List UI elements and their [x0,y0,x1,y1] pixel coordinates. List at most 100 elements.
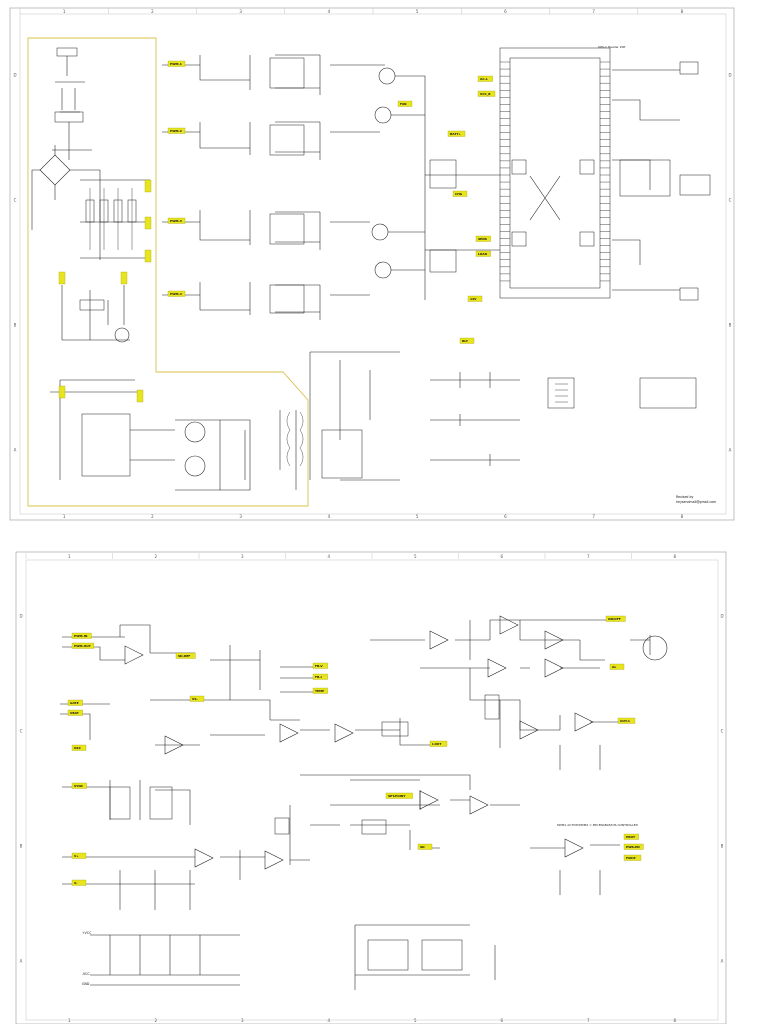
svg-text:OSC: OSC [74,746,82,750]
output-block [309,351,520,481]
net-label: PWM-2 [167,127,186,134]
column-marker: 7 [592,514,595,519]
column-marker: 4 [327,554,330,559]
designer-credit-line1: Revised by [676,495,693,499]
column-marker: 6 [500,1018,503,1023]
svg-text:VCC_B: VCC_B [480,92,491,96]
op-amp-symbol [544,658,564,678]
column-marker: 8 [681,9,684,14]
net-label: SD-REF [175,652,196,659]
svg-text:FB-I: FB-I [315,675,322,679]
svg-text:FAULT: FAULT [626,856,637,860]
column-marker: 8 [681,514,684,519]
net-label: VBAT [67,709,83,716]
op-amp-symbol [124,645,144,665]
net-label: GATE [67,699,83,706]
svg-text:SENS: SENS [478,237,487,241]
op-amp-symbol [429,630,449,650]
net-label: PWM-IN [71,632,92,639]
net-label: RLY [459,337,475,344]
column-marker: 7 [587,554,590,559]
svg-text:OUT-1: OUT-1 [620,719,630,723]
svg-text:VBAT: VBAT [70,711,80,715]
column-marker: 5 [416,9,419,14]
net-label: PWM-4 [167,290,186,297]
net-label: VS- [189,695,205,702]
column-marker: 1 [63,9,66,14]
svg-text:LOAD: LOAD [478,252,488,256]
svg-text:SYNC: SYNC [74,784,84,788]
svg-text:PWR-EN: PWR-EN [626,845,640,849]
control-note: PWM1 ACTIVE/PWM2 = PIN ENABLE/DIS CONTRO… [557,823,639,827]
row-marker: A [721,959,724,964]
column-marker: 5 [414,1018,417,1023]
column-marker: 5 [414,554,417,559]
net-label: V+ [71,852,87,859]
op-amp-symbol [487,658,507,678]
net-label: AC-L [477,75,493,82]
designer-credit-line2: heysendmail@gmail.com [676,500,716,504]
column-marker: 2 [151,514,154,519]
row-marker: B [20,844,23,849]
svg-text:PROT: PROT [626,835,636,839]
column-marker: 8 [673,554,676,559]
svg-text:AC-L: AC-L [480,77,488,81]
net-label: ON/OFF [605,615,626,622]
column-marker: 2 [151,9,154,14]
column-marker: 3 [241,554,244,559]
net-label: CHG [452,190,468,197]
op-amp-symbol [279,723,299,743]
net-label: SENS [475,235,491,242]
op-amp-symbol [194,848,214,868]
svg-text:PWM-3: PWM-3 [170,219,182,223]
column-marker: 6 [504,514,507,519]
svg-text:PWM-OUT: PWM-OUT [74,644,92,648]
net-label: FAN [397,100,413,107]
row-marker: C [14,198,17,203]
column-marker: 2 [154,1018,157,1023]
connector-block [144,249,152,263]
op-amp-symbol [574,712,594,732]
op-amp-symbol [469,795,489,815]
net-label: FAULT [623,854,642,861]
svg-text:I-OUT: I-OUT [432,742,442,746]
right-connectors [547,61,711,409]
svg-text:RLY: RLY [462,339,469,343]
svg-text:ON/OFF: ON/OFF [608,617,621,621]
svg-text:SD-REF: SD-REF [178,654,190,658]
svg-text:SD: SD [420,845,425,849]
net-label: FB-V [312,662,328,669]
svg-text:FB-V: FB-V [315,664,323,668]
net-label: PROT [623,833,639,840]
column-marker: 7 [587,1018,590,1023]
net-label: SYNC [71,782,87,789]
connector-block [144,179,152,193]
connector-label: UPS-1 Header 20P [598,45,626,49]
column-marker: 2 [154,554,157,559]
svg-text:V+: V+ [74,854,79,858]
op-amp-symbol [334,723,354,743]
net-label: TEMP [312,687,328,694]
column-marker: 7 [592,9,595,14]
column-marker: 1 [68,1018,71,1023]
pwm-stages [162,54,500,320]
net-label: PWM-1 [167,60,186,67]
svg-text:V-: V- [74,881,78,885]
net-label: OSC [71,744,87,751]
svg-text:PWM-2: PWM-2 [170,129,182,133]
svg-text:BATT+: BATT+ [450,132,462,136]
net-label: VCC_B [477,90,496,97]
net-label: PWM-OUT [71,642,94,649]
supply-label-gnd: GND [82,982,90,986]
net-label: PWR-EN [623,843,644,850]
row-marker: C [20,729,23,734]
net-label: PWM-3 [167,217,186,224]
column-marker: 3 [239,514,242,519]
connector-block [136,389,144,403]
svg-text:VS-: VS- [192,697,198,701]
